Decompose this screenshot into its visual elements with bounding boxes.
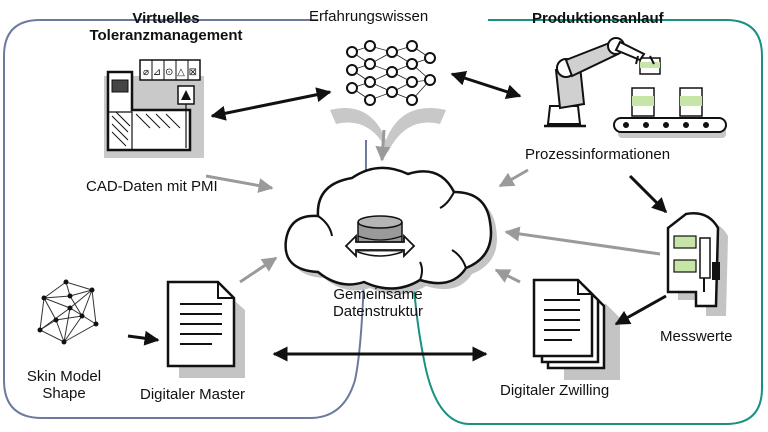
- arrow-experience-robot: [450, 71, 522, 99]
- arrow-cad-cloud: [205, 174, 274, 193]
- arrow-experience-cloud: [375, 129, 391, 162]
- left-section-title-line1: Virtuelles: [132, 10, 200, 27]
- left-section-title: Virtuelles Toleranzmanagement: [86, 10, 246, 45]
- left-section-title-line2: Toleranzmanagement: [89, 27, 243, 45]
- cad-drawing-icon: ⌀⊿⊙△⊠: [104, 59, 204, 158]
- arrow-mesh-master: [127, 330, 160, 346]
- skin-model-label-line1: Skin Model: [26, 368, 102, 385]
- skin-model-label: Skin Model Shape: [14, 368, 114, 403]
- data-structure-label-line1: Gemeinsame: [333, 286, 423, 303]
- neural-network-icon: [330, 40, 446, 152]
- robot-arm-icon: [544, 37, 727, 138]
- left-section-border: [3, 19, 367, 419]
- right-section-border: [410, 19, 763, 425]
- skin-model-label-line2: Shape: [42, 385, 86, 403]
- arrow-measuring-cloud: [504, 226, 661, 256]
- document-stack-icon: [532, 278, 620, 380]
- tolerance-frame-symbols: ⌀⊿⊙△⊠: [143, 67, 197, 78]
- right-section-title: Produktionsanlauf: [532, 10, 664, 27]
- arrow-measuring-twin: [614, 294, 667, 326]
- digital-twin-label: Digitaler Zwilling: [500, 382, 610, 399]
- mesh-icon: [37, 279, 99, 345]
- arrow-master-cloud: [239, 256, 278, 284]
- database-icon: [344, 215, 416, 259]
- experience-label: Erfahrungswissen: [309, 8, 429, 25]
- measuring-machine-icon: [666, 212, 728, 316]
- data-structure-label: Gemeinsame Datenstruktur: [314, 286, 442, 321]
- process-label: Prozessinformationen: [525, 146, 671, 163]
- digital-master-label: Digitaler Master: [140, 386, 246, 403]
- cad-label: CAD-Daten mit PMI: [86, 178, 218, 195]
- document-icon: [166, 280, 245, 378]
- measurements-label: Messwerte: [660, 328, 733, 345]
- data-structure-label-line2: Datenstruktur: [332, 303, 424, 321]
- arrow-process-measuring: [628, 174, 668, 214]
- arrow-twin-cloud: [494, 268, 521, 284]
- arrow-cad-experience: [210, 87, 332, 121]
- arrow-process-cloud: [498, 168, 529, 188]
